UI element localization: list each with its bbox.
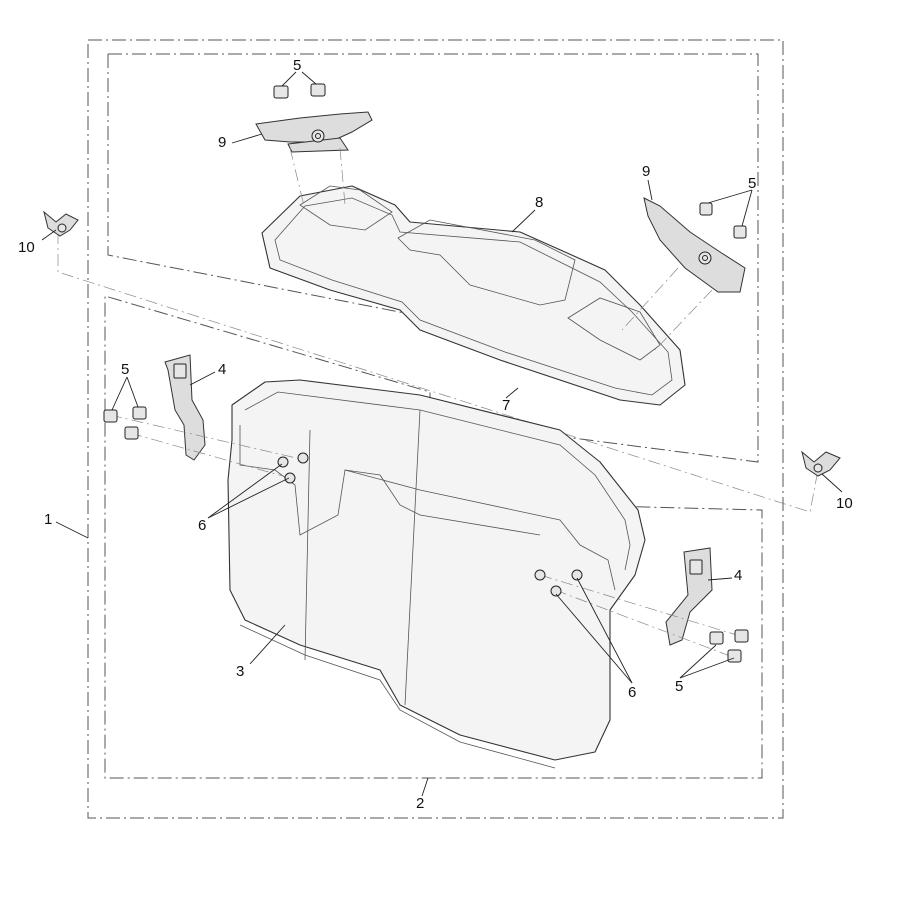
latch-left-mount-line-a bbox=[289, 147, 306, 211]
callout-5-top: 5 bbox=[293, 57, 301, 74]
callout-9-left: 9 bbox=[218, 134, 226, 151]
bolt-line-left-a bbox=[109, 414, 306, 461]
callout-5-left: 5 bbox=[121, 361, 129, 378]
wing-nut-left bbox=[43, 210, 79, 237]
callout-10-right: 10 bbox=[836, 495, 853, 512]
callout-7: 7 bbox=[502, 397, 510, 414]
bolt-line-left-b bbox=[129, 432, 291, 479]
bolt-line-right-a bbox=[539, 574, 741, 637]
latch-right-mount-line-a bbox=[621, 267, 679, 331]
latch-right bbox=[643, 197, 746, 293]
callout-6-left: 6 bbox=[198, 517, 206, 534]
bracket-left bbox=[164, 354, 206, 461]
nuts-top bbox=[273, 83, 747, 239]
callout-10-left: 10 bbox=[18, 239, 35, 256]
lid bbox=[261, 185, 686, 406]
leader-lines bbox=[41, 71, 843, 797]
callout-5-upper-right: 5 bbox=[748, 175, 756, 192]
callout-9-right: 9 bbox=[642, 163, 650, 180]
washers-right bbox=[534, 569, 583, 597]
latch-left-mount-line-b bbox=[339, 147, 346, 206]
nuts-left bbox=[103, 406, 147, 440]
latch-left bbox=[255, 111, 373, 153]
wing-nut-right bbox=[801, 450, 841, 477]
callout-2: 2 bbox=[416, 795, 424, 812]
callout-6-right: 6 bbox=[628, 684, 636, 701]
bolt-line-right-b bbox=[554, 589, 731, 657]
nuts-right bbox=[709, 629, 749, 663]
bracket-right bbox=[665, 547, 713, 646]
box-body bbox=[227, 379, 646, 769]
callout-5-lower-right: 5 bbox=[675, 678, 683, 695]
lid-subassembly-frame-top bbox=[107, 54, 431, 319]
wing-nut-alignment-line bbox=[57, 232, 819, 513]
latch-right-mount-line-b bbox=[654, 289, 713, 351]
washers-left bbox=[277, 452, 309, 484]
callout-4-left: 4 bbox=[218, 361, 226, 378]
lid-subassembly-frame bbox=[104, 53, 763, 779]
assembly-frame-outer bbox=[87, 39, 784, 819]
callout-1: 1 bbox=[44, 511, 52, 528]
callout-3: 3 bbox=[236, 663, 244, 680]
callout-8: 8 bbox=[535, 194, 543, 211]
callout-4-right: 4 bbox=[734, 567, 742, 584]
